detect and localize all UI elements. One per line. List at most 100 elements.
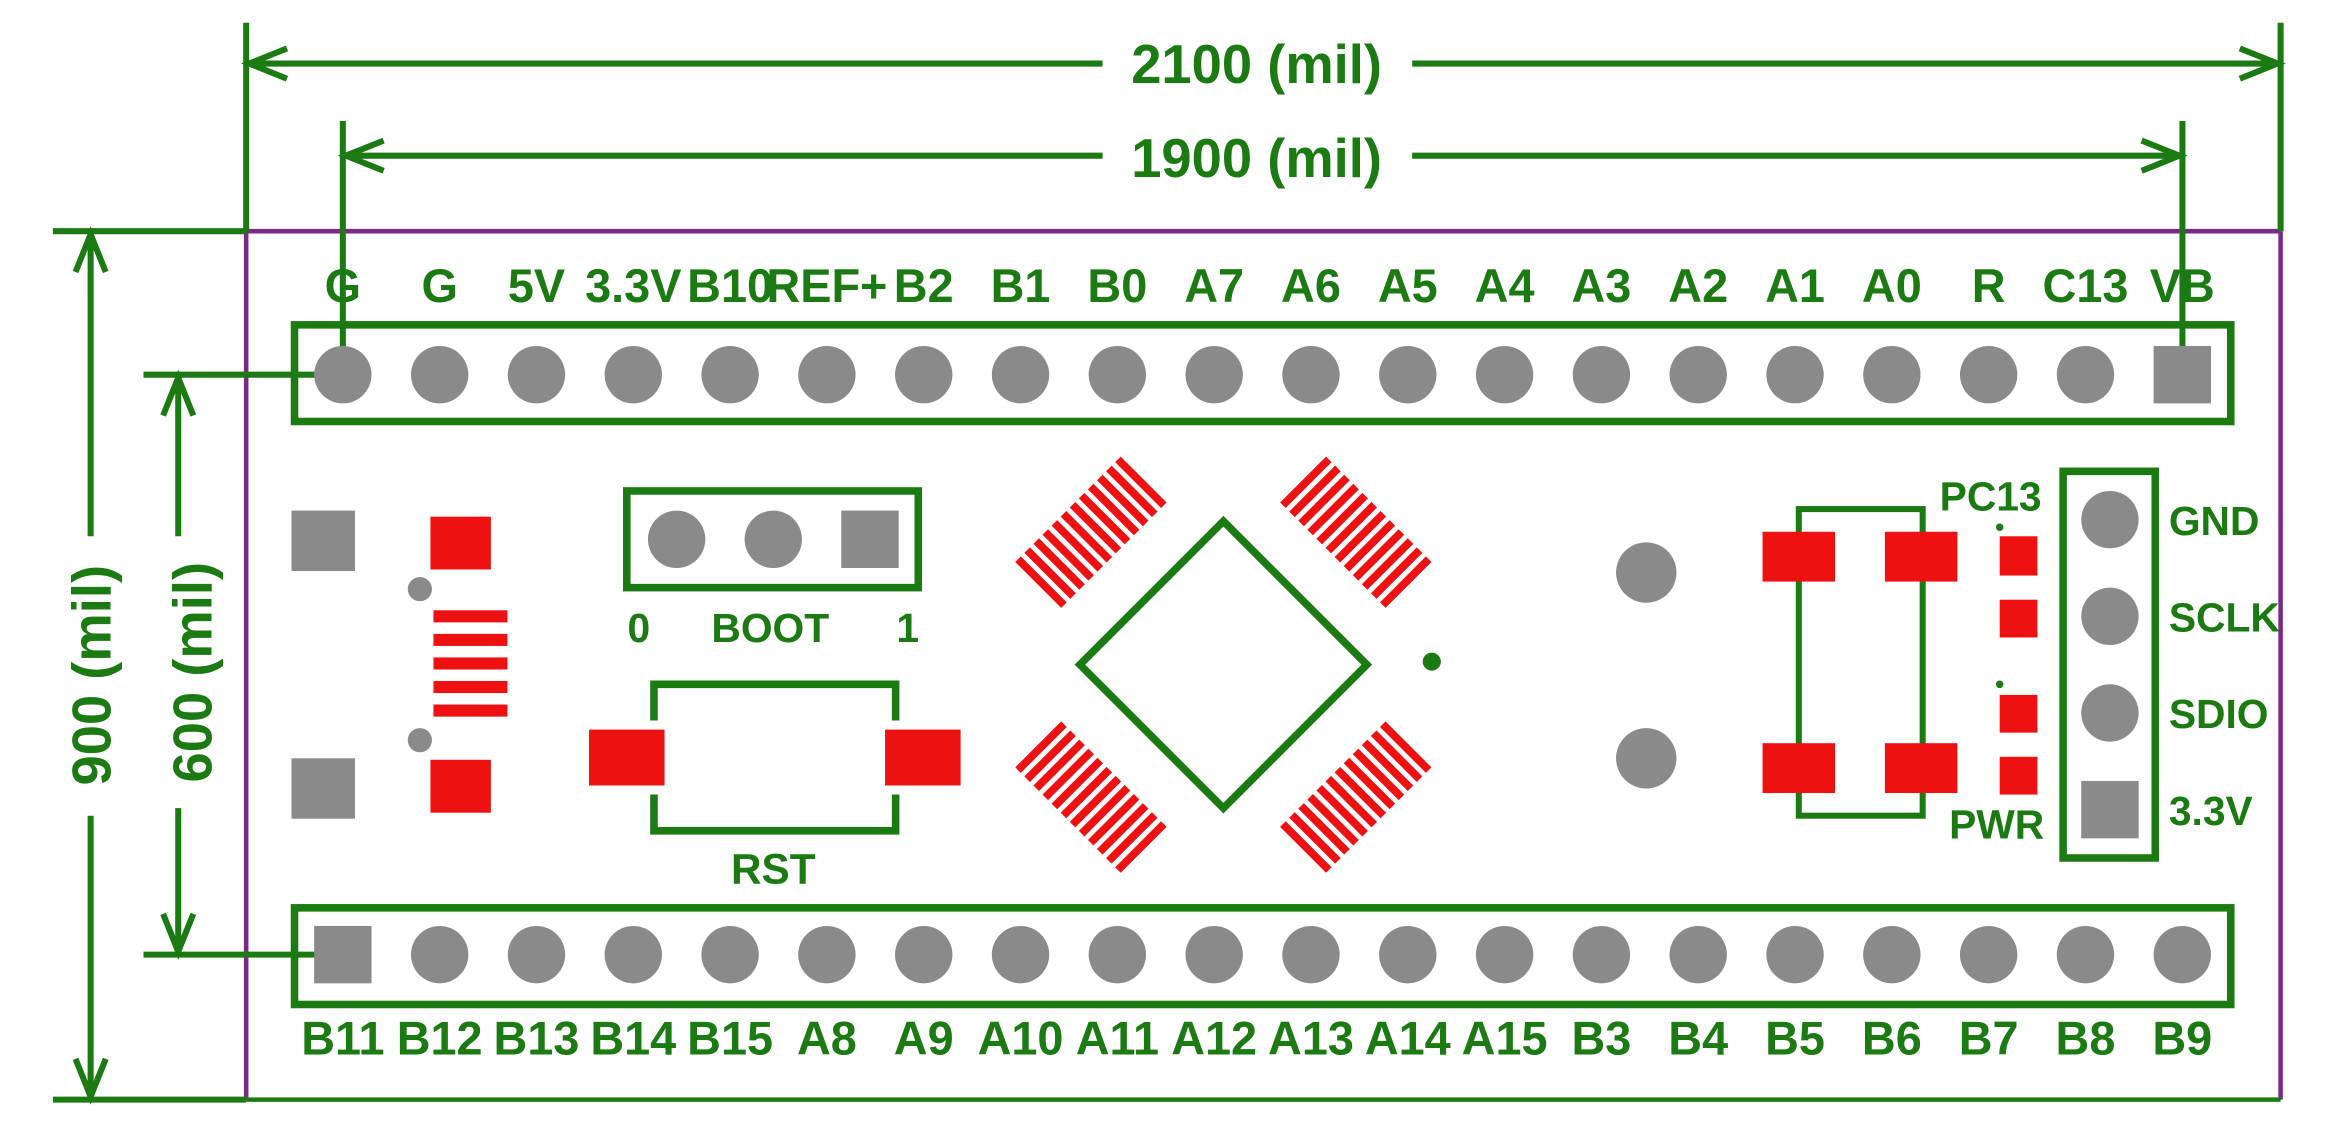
bottom-header-pin: [2153, 925, 2211, 984]
mcu-pad: [1060, 766, 1113, 819]
bottom-header-pin-label: B13: [494, 1012, 580, 1064]
top-header-pin: [1766, 345, 1824, 404]
mcu-pad: [1307, 794, 1359, 846]
bottom-header-pin: [1766, 925, 1824, 984]
boot-pin-0: [647, 510, 706, 568]
top-header-pin-label: 5V: [508, 260, 565, 312]
bottom-header-pin: [798, 925, 856, 984]
top-header-pin-label: B10: [687, 260, 773, 312]
mcu-pad: [1042, 748, 1094, 801]
swd-pin: [2081, 587, 2139, 646]
top-header-pin-label: A5: [1378, 260, 1438, 312]
mcu-pad: [1361, 538, 1414, 590]
dimension-pin-span: [337, 120, 2188, 375]
mcu-pad: [1087, 794, 1140, 846]
bottom-header-pin: [1185, 925, 1243, 984]
mcu-pad: [1280, 456, 1332, 509]
bottom-header-pin-label: A14: [1365, 1012, 1451, 1064]
mcu-pads: [1015, 456, 1432, 873]
swd-header-outline: [2059, 467, 2160, 862]
led-pwr-label: PWR: [1949, 801, 2044, 847]
bottom-header-pin: [895, 925, 953, 984]
led-pwr-pad-a: [1999, 694, 2038, 733]
bottom-header-pin: [507, 925, 566, 984]
bottom-header-pin-label: B5: [1765, 1012, 1825, 1064]
top-header-pin-label: R: [1972, 260, 2006, 312]
mcu-pad: [1069, 501, 1122, 554]
top-header-pin: [507, 345, 566, 404]
swd-header-pins: [2081, 490, 2139, 839]
bottom-header-pin-label: B3: [1571, 1012, 1631, 1064]
bottom-header-pin: [410, 925, 469, 984]
swd-pin-label: GND: [2169, 498, 2260, 544]
bottom-header-pin-label: B6: [1862, 1012, 1922, 1064]
top-header-pin-label: 3.3V: [585, 260, 681, 312]
dimension-outer-height: [52, 226, 247, 1105]
swd-pin-label: SDIO: [2169, 691, 2269, 737]
mcu-pad: [1096, 803, 1149, 855]
usb-locating-hole-bottom: [407, 728, 432, 753]
top-header-pin: [1959, 345, 2018, 404]
bottom-header-pin-label: A15: [1462, 1012, 1548, 1064]
mcu-pad: [1298, 803, 1350, 855]
reset-pad-right: [885, 729, 961, 786]
dimension-outer-width-label: 2100 (mil): [1131, 34, 1382, 95]
top-header-pin: [895, 345, 953, 404]
bottom-header-outline: [290, 904, 2235, 1009]
boot-label: BOOT: [711, 605, 829, 651]
bottom-header-pin-label: B14: [590, 1012, 676, 1064]
led-pc13-pad-b: [1999, 599, 2038, 638]
boot-one-label: 1: [896, 605, 919, 651]
top-header-pins: [314, 345, 2211, 404]
bottom-header-pin: [1475, 925, 1534, 984]
usb-signal-pad: [433, 704, 508, 717]
bottom-header-pin-label: B7: [1959, 1012, 2019, 1064]
led-footprints: [1995, 523, 2038, 795]
mcu-pad: [1289, 465, 1341, 518]
mcu-body-outline: [1074, 515, 1373, 814]
bottom-header-pin-label: A11: [1076, 1012, 1159, 1064]
mcu-pad: [1015, 721, 1067, 773]
usb-signal-pads: [433, 610, 508, 717]
led-pc13-marker: [1995, 523, 2004, 531]
mcu-pad: [1352, 748, 1405, 801]
mcu-pad: [1078, 492, 1131, 545]
reset-button-footprint: [589, 680, 961, 835]
bottom-header-pin-label: A12: [1171, 1012, 1257, 1064]
dimension-outer-width: [241, 22, 2286, 232]
swd-pin-label: SCLK: [2169, 594, 2281, 640]
top-header-pin-label: A4: [1475, 260, 1535, 312]
swd-pin: [2081, 490, 2139, 549]
top-header-pin-label: B0: [1087, 260, 1147, 312]
usb-signal-pad: [433, 680, 508, 694]
bottom-header-pin-label: B12: [397, 1012, 483, 1064]
top-header-pin-label: B1: [991, 260, 1051, 312]
top-header-pin-label: REF+: [766, 260, 887, 312]
mcu-pad: [1316, 492, 1368, 545]
top-header-pin: [1669, 345, 1727, 404]
top-header-pin: [410, 345, 469, 404]
mcu-pad: [1325, 501, 1377, 554]
top-header-pin: [604, 345, 662, 404]
led-pwr-marker: [1995, 680, 2004, 689]
top-header-outline: [290, 321, 2235, 426]
bottom-header-pin: [2056, 925, 2115, 984]
led-pwr-pad-b: [1999, 756, 2038, 795]
bottom-header-pin-label: B4: [1668, 1012, 1728, 1064]
reset-pad-left: [589, 729, 665, 786]
bottom-header-pin-label: B15: [687, 1012, 773, 1064]
mcu-pad: [1106, 465, 1158, 518]
dimension-outer-height-label: 900 (mil): [61, 565, 122, 786]
mcu-pad: [1334, 511, 1387, 563]
top-header-pin-label: G: [421, 260, 457, 312]
usb-signal-pad: [433, 610, 508, 623]
bottom-header-pin-label: A13: [1268, 1012, 1354, 1064]
top-header-pin-label: G: [325, 260, 361, 312]
top-header-pin: [798, 345, 856, 404]
bottom-header-pin-label: A10: [978, 1012, 1064, 1064]
mcu-pad: [1298, 474, 1350, 527]
mcu-pad: [1379, 556, 1432, 608]
top-header-pin: [991, 345, 1050, 404]
swd-pin: [2081, 684, 2139, 742]
top-header-pin-label: B2: [894, 260, 954, 312]
